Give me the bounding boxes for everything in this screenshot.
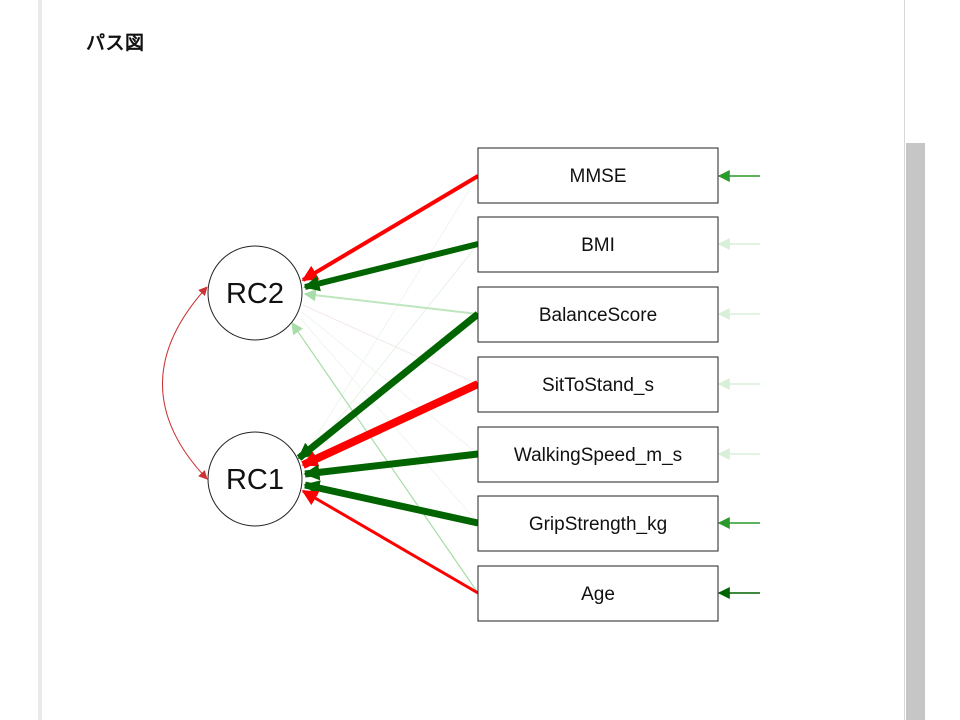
path-SitToStand-RC1 [301,380,480,469]
path-Age-RC2 [291,322,479,594]
observed-node-BMI: BMI [477,216,719,273]
scrollbar-thumb[interactable] [906,143,925,720]
path-Walking-RC1 [303,450,479,481]
observed-node-GripStrength: GripStrength_kg [477,495,719,552]
observed-node-BalanceScore: BalanceScore [477,286,719,343]
latent-node-RC1: RC1 [207,431,303,527]
residual-arrows [717,170,760,599]
path-BalanceScore-RC1 [296,311,481,461]
path-Grip-RC2 [299,317,479,524]
window-gutter [0,0,38,720]
latent-label-RC1: RC1 [226,464,284,496]
path-Grip-RC1 [303,480,479,527]
weak-loadings [291,175,479,594]
path-BMI-RC1 [305,243,479,461]
observed-label-BMI: BMI [581,235,615,256]
strong-loadings [296,174,481,595]
observed-label-MMSE: MMSE [570,166,627,187]
observed-node-SitToStand: SitToStand_s [477,356,719,413]
observed-node-Age: Age [477,565,719,622]
output-panel [42,0,905,720]
observed-node-WalkingSpeed: WalkingSpeed_m_s [477,426,719,483]
path-Age-RC1 [301,489,479,595]
panel-title: パス図 [86,33,145,54]
latent-label-RC2: RC2 [226,278,284,310]
path-SitToStand-RC2 [302,304,479,385]
panel-left-border [38,0,42,720]
observed-label-SitToStand: SitToStand_s [542,375,654,396]
path-BalanceScore-RC2 [303,289,479,315]
path-MMSE-RC1 [304,175,479,456]
observed-label-Age: Age [581,584,615,605]
observed-label-GripStrength: GripStrength_kg [529,514,667,535]
observed-node-MMSE: MMSE [477,147,719,204]
covariance-RC1-RC2 [162,286,208,480]
observed-label-BalanceScore: BalanceScore [539,305,657,326]
path-MMSE-RC2 [301,174,480,282]
path-BMI-RC2 [303,241,479,292]
latent-node-RC2: RC2 [207,245,303,341]
observed-label-WalkingSpeed: WalkingSpeed_m_s [514,445,682,466]
